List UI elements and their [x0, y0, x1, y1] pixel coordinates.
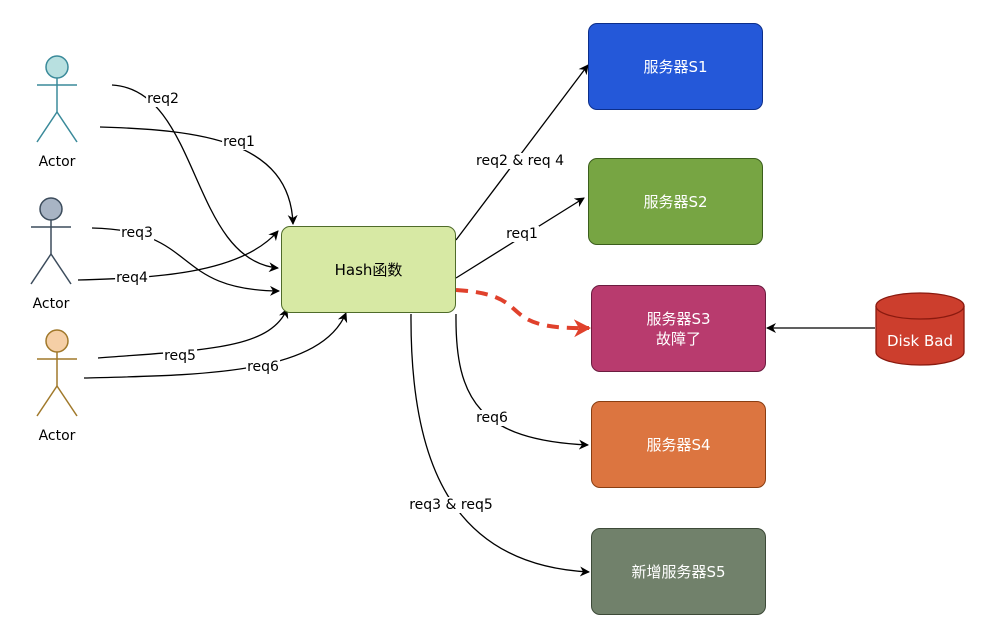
edge-label-to-s1: req2 & req 4: [475, 153, 565, 169]
actor-1-figure: [36, 55, 78, 143]
server-s5-node[interactable]: 新增服务器S5: [591, 528, 766, 615]
server-s2-node[interactable]: 服务器S2: [588, 158, 763, 245]
edge-label-to-s2: req1: [505, 226, 539, 242]
server-s1-label: 服务器S1: [643, 57, 708, 76]
server-s2-label: 服务器S2: [643, 192, 708, 211]
edge-req2-in: [111, 84, 279, 273]
edge-label-to-s4: req6: [475, 410, 509, 426]
server-s4-label: 服务器S4: [646, 435, 711, 454]
hash-function-label: Hash函数: [334, 260, 403, 279]
edge-req6-in: [83, 312, 348, 379]
edge-req4-in: [77, 230, 279, 281]
edge-failover-s3: [455, 288, 591, 338]
actor-3-label: Actor: [38, 428, 76, 444]
server-s3-node[interactable]: 服务器S3 故障了: [591, 285, 766, 372]
edge-req1-in: [99, 126, 298, 225]
edge-to-s5: [410, 313, 590, 577]
edge-label-req3-in: req3: [120, 225, 154, 241]
server-s1-node[interactable]: 服务器S1: [588, 23, 763, 110]
hash-function-node[interactable]: Hash函数: [281, 226, 456, 313]
edge-label-req1-in: req1: [222, 134, 256, 150]
edge-label-req5-in: req5: [163, 348, 197, 364]
disk-cylinder: [875, 292, 965, 366]
actor-2-figure: [30, 197, 72, 285]
server-s5-label: 新增服务器S5: [631, 562, 726, 581]
actor-3-figure: [36, 329, 78, 417]
edge-label-req6-in: req6: [246, 359, 280, 375]
disk-label: Disk Bad: [887, 332, 953, 350]
actor-1-label: Actor: [38, 154, 76, 170]
edge-to-s1: [455, 64, 589, 241]
edge-to-s4: [455, 313, 589, 450]
actor-2-label: Actor: [32, 296, 70, 312]
server-s4-node[interactable]: 服务器S4: [591, 401, 766, 488]
server-s3-label: 服务器S3 故障了: [646, 309, 711, 348]
edge-label-to-s5: req3 & req5: [408, 497, 494, 513]
edge-req5-in: [97, 308, 289, 359]
edge-label-req4-in: req4: [115, 270, 149, 286]
edge-label-req2-in: req2: [146, 91, 180, 107]
